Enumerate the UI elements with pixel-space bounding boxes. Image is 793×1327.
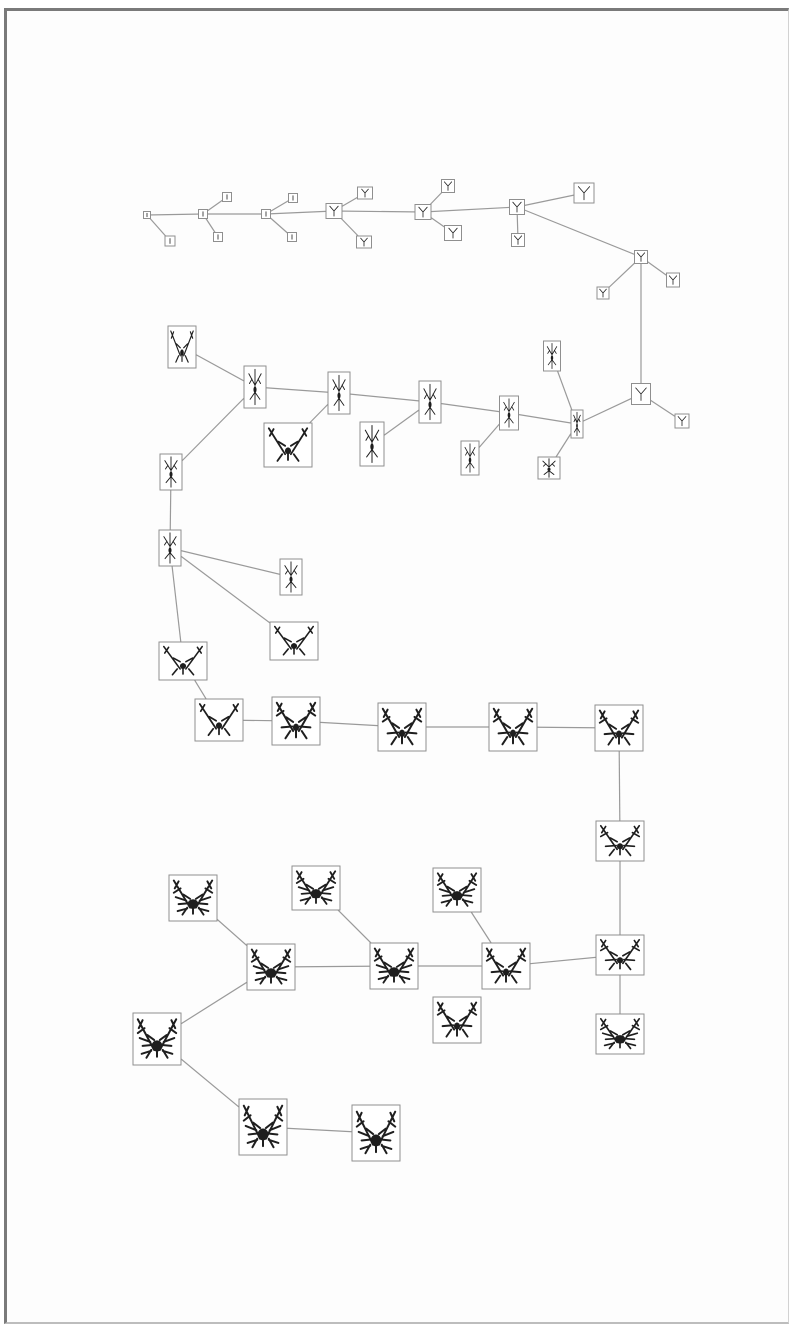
biomorph-node: [415, 205, 431, 220]
biomorph-node: [667, 273, 680, 287]
biomorph-node: [538, 457, 560, 479]
tree-edge: [517, 207, 641, 257]
biomorph-node: [288, 233, 297, 242]
biomorph-node: [357, 236, 372, 248]
biomorph-node: [571, 410, 583, 438]
tree-edge: [170, 548, 291, 577]
biomorph-node: [360, 422, 384, 466]
tree-edge: [334, 211, 423, 212]
tree-edge: [339, 393, 430, 402]
biomorph-node: [328, 372, 350, 414]
biomorph-node: [596, 935, 644, 975]
biomorph-node: [596, 1014, 644, 1054]
tree-edge: [171, 387, 255, 472]
biomorph-node: [433, 868, 481, 912]
tree-edge: [255, 387, 339, 393]
biomorph-node: [168, 326, 196, 368]
biomorph-node: [247, 944, 295, 990]
biomorph-node: [289, 194, 298, 203]
biomorph-node: [352, 1105, 400, 1161]
tree-edge: [430, 402, 509, 413]
biomorph-node: [512, 234, 525, 247]
tree-edge: [266, 211, 334, 214]
biomorph-node: [159, 642, 207, 680]
biomorph-node: [419, 381, 441, 423]
biomorph-node: [326, 204, 342, 219]
biomorph-node: [596, 821, 644, 861]
biomorph-node: [262, 210, 271, 219]
tree-edge: [423, 207, 517, 212]
biomorph-node: [597, 287, 609, 299]
biomorph-node: [280, 559, 302, 595]
biomorph-node: [244, 366, 266, 408]
biomorph-node: [199, 210, 208, 219]
biomorph-node: [595, 705, 643, 751]
biomorph-node: [461, 441, 479, 475]
biomorph-node: [489, 703, 537, 751]
biomorph-node: [214, 233, 223, 242]
biomorph-node: [370, 943, 418, 989]
biomorph-node: [264, 423, 312, 467]
biomorph-node: [574, 183, 594, 203]
biomorph-node: [160, 454, 182, 490]
biomorph-node: [144, 212, 151, 219]
biomorph-node: [358, 187, 373, 199]
biomorph-node: [482, 943, 530, 989]
tree-nodes: [133, 180, 689, 1162]
biomorph-node: [169, 875, 217, 921]
biomorph-node: [223, 193, 232, 202]
biomorph-node: [195, 699, 243, 741]
biomorph-node: [544, 341, 561, 371]
biomorph-node: [270, 622, 318, 660]
biomorph-node: [510, 200, 525, 215]
tree-edge: [147, 214, 203, 215]
biomorph-node: [500, 396, 519, 430]
biomorph-node: [635, 251, 648, 264]
biomorph-node: [675, 414, 689, 428]
biomorph-node: [433, 997, 481, 1043]
biomorph-node: [442, 180, 455, 193]
biomorph-node: [445, 226, 462, 241]
biomorph-node: [133, 1013, 181, 1065]
biomorph-node: [239, 1099, 287, 1155]
biomorph-node: [165, 236, 175, 246]
biomorph-node: [378, 703, 426, 751]
biomorph-node: [272, 697, 320, 745]
biomorph-node: [292, 866, 340, 910]
biomorph-node: [632, 384, 651, 405]
tree-edge: [509, 413, 577, 424]
tree-edges: [147, 186, 682, 1133]
biomorph-node: [159, 530, 181, 566]
